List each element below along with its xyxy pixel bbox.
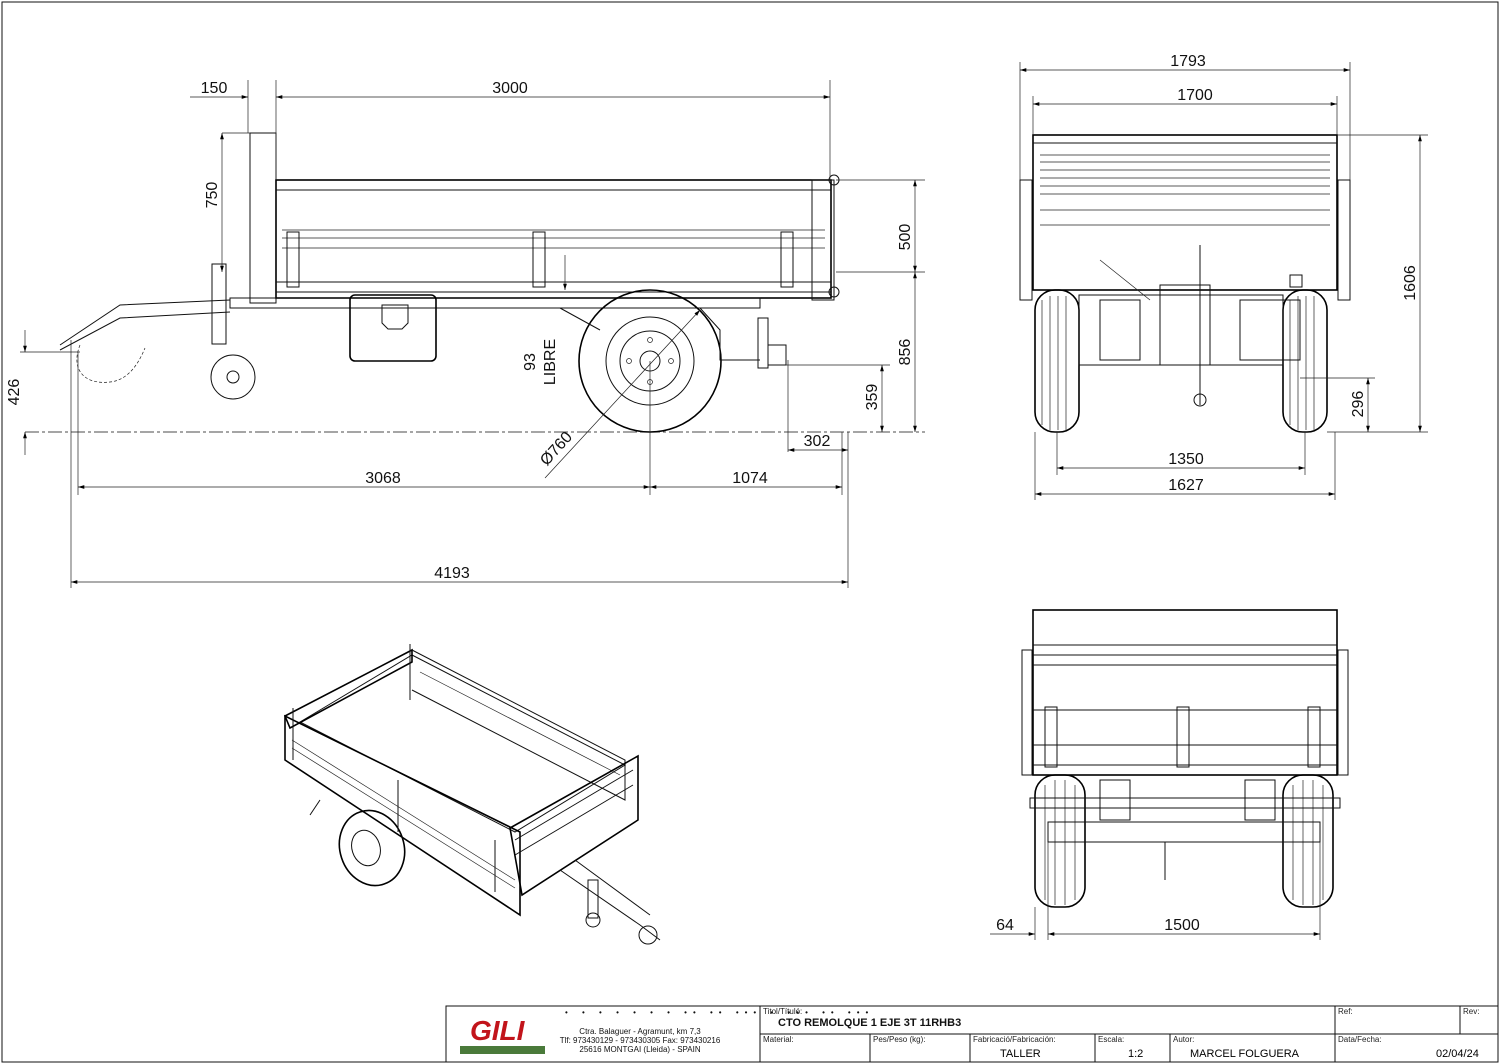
dim-4193: 4193 bbox=[434, 565, 470, 582]
dim-150: 150 bbox=[201, 80, 228, 97]
company-logo: GILI bbox=[460, 1015, 545, 1054]
dim-1700: 1700 bbox=[1177, 87, 1213, 104]
company-address-1: Ctra. Balaguer - Agramunt, km 7,3 bbox=[579, 1027, 701, 1036]
dim-302: 302 bbox=[804, 433, 831, 450]
dim-359: 359 bbox=[864, 384, 881, 411]
data-value: 02/04/24 bbox=[1436, 1048, 1479, 1060]
dim-296: 296 bbox=[1350, 391, 1367, 418]
autor-value: MARCEL FOLGUERA bbox=[1190, 1048, 1300, 1060]
front-view-dimensions: 64 1500 bbox=[990, 842, 1321, 940]
material-label: Material: bbox=[763, 1035, 794, 1044]
pes-label: Pes/Peso (kg): bbox=[873, 1035, 925, 1044]
escala-label: Escala: bbox=[1098, 1035, 1124, 1044]
rear-view-dimensions: 1793 1700 1606 296 1350 1627 bbox=[1019, 53, 1428, 500]
autor-label: Autor: bbox=[1173, 1035, 1194, 1044]
front-view bbox=[1021, 609, 1349, 908]
isometric-view bbox=[283, 644, 661, 945]
dim-1606: 1606 bbox=[1402, 265, 1419, 301]
fabricacio-label: Fabricació/Fabricación: bbox=[973, 1035, 1056, 1044]
dim-1350: 1350 bbox=[1168, 451, 1204, 468]
dim-64: 64 bbox=[996, 917, 1014, 934]
dim-856: 856 bbox=[897, 339, 914, 366]
svg-text:• • • • • • • •• •• ••• • •••: • • • • • • • •• •• ••• • ••• •• ••• bbox=[565, 1008, 874, 1017]
rear-view bbox=[1019, 134, 1351, 433]
dim-500: 500 bbox=[897, 224, 914, 251]
dim-426: 426 bbox=[6, 379, 23, 406]
dim-diameter-760: Ø760 bbox=[537, 429, 576, 470]
escala-value: 1:2 bbox=[1128, 1048, 1143, 1060]
titol-value: CTO REMOLQUE 1 EJE 3T 11RHB3 bbox=[778, 1017, 961, 1029]
dim-93: 93 bbox=[522, 353, 539, 371]
dim-1627: 1627 bbox=[1168, 477, 1204, 494]
side-view bbox=[25, 132, 925, 433]
dim-750: 750 bbox=[204, 182, 221, 209]
side-view-dimensions: 150 3000 750 500 856 359 93 LIBRE 426 30… bbox=[6, 80, 925, 588]
company-address-2: Tlf: 973430129 - 973430305 Fax: 97343021… bbox=[560, 1036, 721, 1045]
company-address-3: 25616 MONTGAI (Lleida) - SPAIN bbox=[579, 1045, 700, 1054]
dim-libre: LIBRE bbox=[542, 339, 559, 385]
logo-text: GILI bbox=[470, 1015, 526, 1046]
dim-3000: 3000 bbox=[492, 80, 528, 97]
ref-label: Ref: bbox=[1338, 1007, 1353, 1016]
titol-label: Titol/Títuló: bbox=[763, 1007, 802, 1016]
fabricacio-value: TALLER bbox=[1000, 1048, 1041, 1060]
data-label: Data/Fecha: bbox=[1338, 1035, 1382, 1044]
rev-label: Rev: bbox=[1463, 1007, 1479, 1016]
title-block: GILI • • • • • • • •• •• ••• • ••• •• ••… bbox=[445, 1005, 1499, 1063]
dim-1500: 1500 bbox=[1164, 917, 1200, 934]
dim-1074: 1074 bbox=[732, 470, 768, 487]
dim-3068: 3068 bbox=[365, 470, 401, 487]
dim-1793: 1793 bbox=[1170, 53, 1206, 70]
